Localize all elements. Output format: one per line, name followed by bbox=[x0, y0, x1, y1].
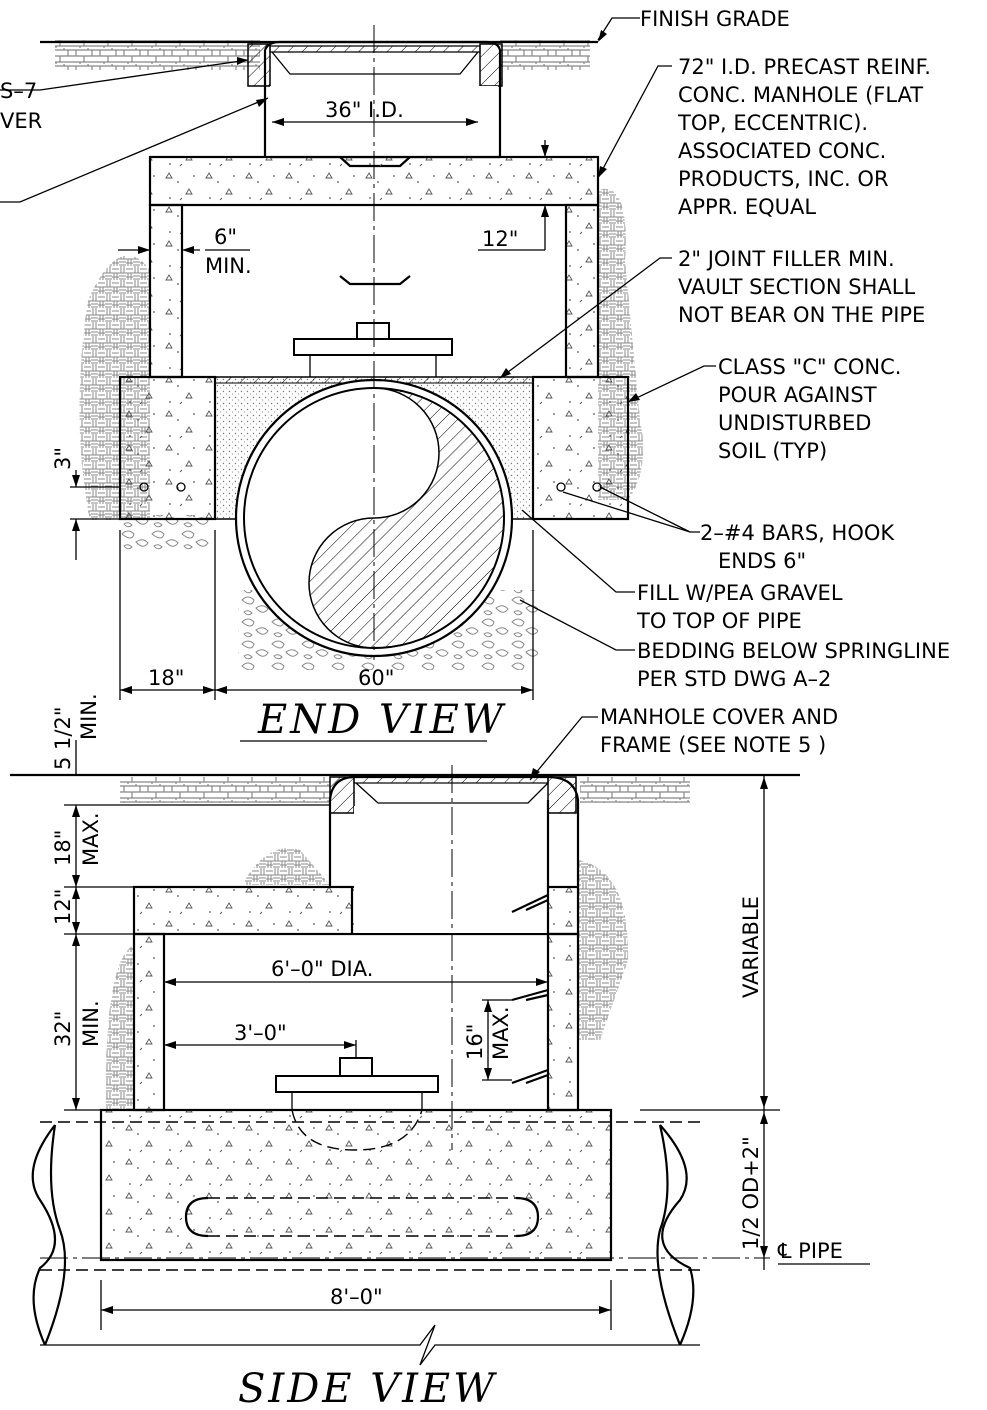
soil-top-right bbox=[500, 40, 590, 70]
note-finish-grade: FINISH GRADE bbox=[640, 7, 790, 31]
side-dim-3ft: 3'–0" bbox=[234, 1021, 287, 1045]
note-cover-2: FRAME (SEE NOTE 5 ) bbox=[600, 733, 826, 757]
note-fill-1: FILL W/PEA GRAVEL bbox=[637, 581, 843, 605]
frame-right bbox=[479, 43, 503, 87]
pipe-flange bbox=[275, 1075, 439, 1093]
wall-left bbox=[148, 203, 184, 379]
note-cut-left-1: S–7 bbox=[0, 79, 37, 103]
note-manhole-4: ASSOCIATED CONC. bbox=[678, 139, 886, 163]
break-left bbox=[31, 1124, 67, 1346]
cover-lid bbox=[269, 45, 481, 53]
side-dim-half-od: 1/2 OD+2" bbox=[739, 1136, 763, 1250]
inlet-arc bbox=[291, 1109, 423, 1151]
side-dim-32-min: MIN. bbox=[79, 1000, 103, 1047]
note-cover-1: MANHOLE COVER AND bbox=[600, 705, 838, 729]
side-weave-b bbox=[578, 860, 629, 1040]
note-manhole-3: TOP, ECCENTRIC). bbox=[677, 111, 868, 135]
note-filler-1: 2" JOINT FILLER MIN. bbox=[678, 247, 895, 271]
side-dim-dia: 6'–0" DIA. bbox=[271, 957, 373, 981]
frame-left bbox=[247, 43, 271, 87]
dim-36-id: 36" I.D. bbox=[325, 98, 404, 122]
inlet-cap bbox=[356, 322, 390, 340]
note-bedding-2: PER STD DWG A–2 bbox=[637, 667, 831, 691]
dims-end: 36" I.D. 6" MIN. 12" 3" 18" 60" 5 bbox=[51, 98, 549, 775]
side-soil-right bbox=[580, 777, 690, 803]
side-dim-32: 32" bbox=[51, 1011, 75, 1047]
end-leaders bbox=[0, 17, 716, 651]
note-cut-left-2: VER bbox=[0, 109, 42, 133]
note-class-4: SOIL (TYP) bbox=[718, 439, 827, 463]
cover-rim bbox=[271, 51, 479, 75]
side-view-title: SIDE VIEW bbox=[238, 1366, 497, 1410]
note-class-3: UNDISTURBED bbox=[718, 411, 871, 435]
side-wall-left bbox=[132, 932, 166, 1112]
side-dim-18-max: MAX. bbox=[79, 812, 103, 866]
soil-top-left bbox=[55, 40, 260, 70]
water-hatch bbox=[308, 387, 505, 649]
side-soil-left bbox=[120, 777, 330, 803]
ladder-rungs bbox=[511, 894, 549, 1085]
dim-12: 12" bbox=[482, 227, 518, 251]
note-filler-3: NOT BEAR ON THE PIPE bbox=[678, 303, 925, 327]
dim-3: 3" bbox=[51, 447, 75, 470]
riser-fill bbox=[270, 86, 498, 156]
note-pipe-centerline: ℄ PIPE bbox=[777, 1239, 843, 1263]
note-manhole-6: APPR. EQUAL bbox=[678, 195, 816, 219]
side-weave-c bbox=[105, 945, 134, 1110]
dim-6-min: MIN. bbox=[205, 254, 252, 278]
side-dim-8ft: 8'–0" bbox=[330, 1285, 383, 1309]
slot-right bbox=[515, 1196, 540, 1238]
side-wall-right bbox=[546, 932, 580, 1112]
note-bedding-1: BEDDING BELOW SPRINGLINE bbox=[637, 639, 950, 663]
note-manhole-5: PRODUCTS, INC. OR bbox=[678, 167, 889, 191]
inlet-flange bbox=[293, 338, 453, 356]
side-lid bbox=[353, 774, 549, 784]
wall-right bbox=[564, 203, 600, 379]
side-dim-16: 16" bbox=[463, 1024, 487, 1060]
footing-right bbox=[531, 375, 630, 521]
side-dim-16-max: MAX. bbox=[489, 1006, 513, 1060]
note-class-1: CLASS "C" CONC. bbox=[718, 355, 901, 379]
dim-60: 60" bbox=[358, 666, 394, 690]
note-manhole-1: 72" I.D. PRECAST REINF. bbox=[678, 55, 931, 79]
note-fill-2: TO TOP OF PIPE bbox=[636, 609, 802, 633]
bottom-break bbox=[40, 1324, 700, 1366]
dim-18: 18" bbox=[148, 666, 184, 690]
dim-5-half-min: MIN. bbox=[77, 693, 101, 740]
dims-side: 18" MAX. 12" 32" MIN. 6'–0" DIA. 3'–0" 1… bbox=[51, 775, 780, 1330]
note-bars-1: 2–#4 BARS, HOOK bbox=[700, 521, 895, 545]
note-filler-2: VAULT SECTION SHALL bbox=[678, 275, 915, 299]
slot-left bbox=[184, 1196, 209, 1238]
footing-left bbox=[118, 375, 217, 521]
note-class-2: POUR AGAINST bbox=[718, 383, 877, 407]
side-frame-left bbox=[329, 776, 355, 814]
side-base-slab bbox=[99, 1108, 613, 1262]
step-mid bbox=[339, 275, 411, 286]
side-weave-a bbox=[245, 848, 330, 885]
break-right bbox=[656, 1124, 695, 1346]
rock-left bbox=[120, 515, 210, 550]
note-manhole-2: CONC. MANHOLE (FLAT bbox=[678, 83, 923, 107]
note-bars-2: ENDS 6" bbox=[718, 549, 806, 573]
side-dim-12: 12" bbox=[51, 889, 75, 925]
pipe-stub bbox=[339, 1057, 373, 1077]
dim-6: 6" bbox=[214, 225, 237, 249]
side-dim-18: 18" bbox=[51, 830, 75, 866]
side-dim-variable: VARIABLE bbox=[739, 896, 763, 998]
side-frame-right bbox=[547, 776, 577, 814]
end-view: 36" I.D. 6" MIN. 12" 3" 18" 60" 5 bbox=[0, 7, 950, 775]
dim-5-half: 5 1/2" bbox=[51, 707, 75, 771]
end-view-title: END VIEW bbox=[257, 697, 506, 743]
side-view: 18" MAX. 12" 32" MIN. 6'–0" DIA. 3'–0" 1… bbox=[10, 705, 870, 1410]
